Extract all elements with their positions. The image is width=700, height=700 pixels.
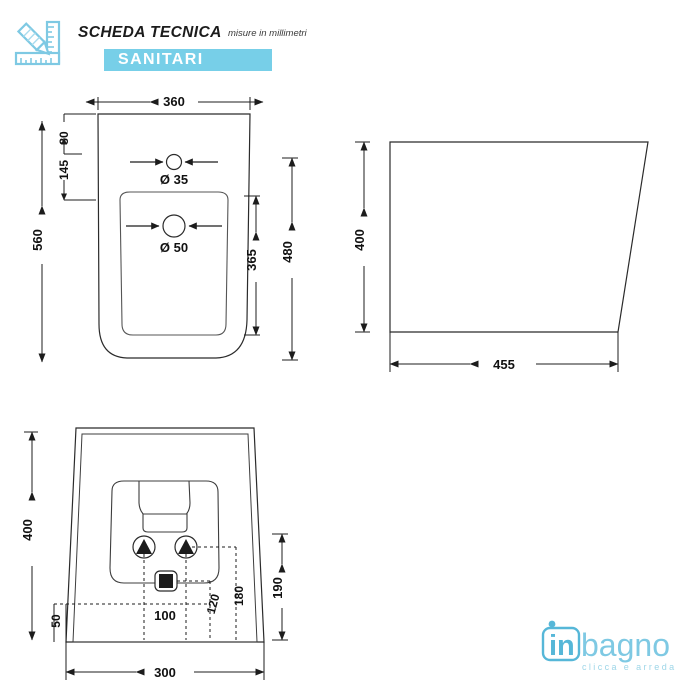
- logo-in-box: [541, 626, 581, 662]
- dim-400-back-lines: [24, 431, 38, 641]
- back-inner-outline: [72, 433, 258, 643]
- dim-400-side-lines: [355, 141, 370, 333]
- side-view-drawing: 400 455: [350, 120, 680, 390]
- dim-50-lines: [53, 604, 67, 642]
- back-lip-rect: [142, 513, 188, 533]
- logo-i-dot: [548, 620, 556, 628]
- dim-label-50: 50: [49, 614, 63, 628]
- dim-label-560: 560: [30, 229, 45, 251]
- dim-label-480: 480: [280, 241, 295, 263]
- back-fixing-left: [132, 535, 156, 559]
- inbagno-logo: in bagno clicca e arreda: [540, 612, 690, 676]
- sheet-header: SCHEDA TECNICA misure in millimetri SANI…: [0, 0, 700, 86]
- dim-190-lines: [272, 533, 288, 641]
- front-hole-50: [162, 214, 186, 238]
- side-body-outline: [389, 141, 649, 333]
- front-view-drawing: 360 560 80 145: [20, 92, 320, 392]
- dim-300-lines: [65, 642, 265, 680]
- dim-label-400-side: 400: [352, 229, 367, 251]
- dim-455-lines: [389, 332, 619, 372]
- dim-label-455: 455: [493, 357, 515, 372]
- logo-text-bagno: bagno: [581, 627, 670, 663]
- dim-80-lines: [63, 113, 96, 122]
- dim-label-100: 100: [154, 608, 176, 623]
- dim-label-hole-35: Ø 35: [160, 172, 188, 187]
- dim-label-145: 145: [57, 160, 71, 180]
- dim-480-lines: [282, 157, 298, 361]
- dim-label-120: 120: [204, 592, 223, 615]
- dim-label-300: 300: [154, 665, 176, 680]
- back-view-drawing: 400 190 180 120 100 50: [14, 408, 324, 688]
- dim-365-lines: [244, 195, 260, 336]
- front-bowl-outline: [119, 191, 229, 336]
- dim-145-lines: [61, 137, 96, 201]
- dim-label-400-back: 400: [20, 519, 35, 541]
- category-band-label: SANITARI: [118, 51, 204, 68]
- dim-label-365: 365: [244, 249, 259, 271]
- dim-label-360: 360: [163, 94, 185, 109]
- dim-360-lines: [85, 97, 264, 110]
- dim-label-180: 180: [232, 586, 246, 606]
- front-hole-35: [165, 153, 183, 171]
- pencil-ruler-icon: [14, 20, 62, 66]
- back-dotted-guides: [54, 546, 237, 640]
- logo-tagline: clicca e arreda: [582, 662, 677, 672]
- dim-label-hole-50: Ø 50: [160, 240, 188, 255]
- logo-text-in: in: [549, 630, 575, 662]
- back-fixing-center: [154, 570, 178, 592]
- page-title: SCHEDA TECNICA: [78, 24, 222, 41]
- dim-label-190: 190: [270, 577, 285, 599]
- page-subtitle: misure in millimetri: [228, 28, 307, 39]
- category-band: [104, 49, 272, 71]
